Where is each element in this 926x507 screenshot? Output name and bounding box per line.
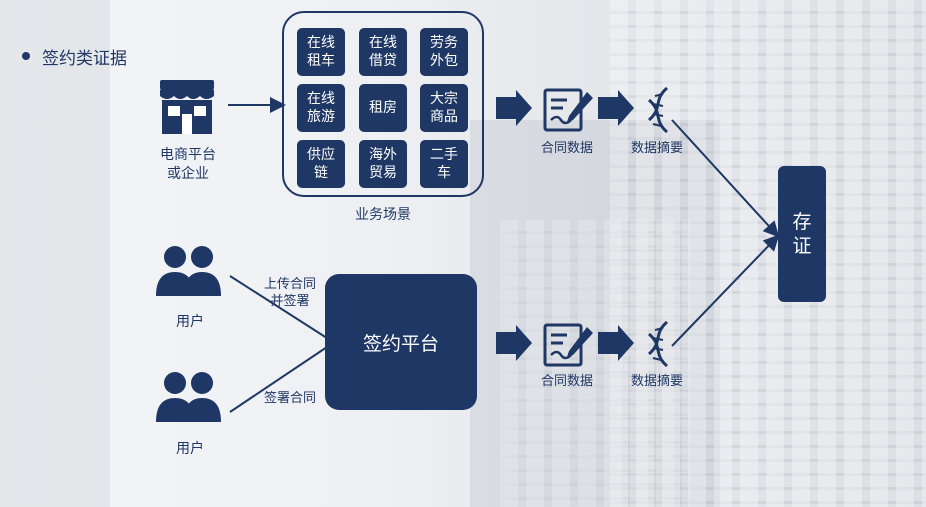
shop-building-icon — [160, 80, 214, 134]
title-bullet — [22, 52, 30, 60]
dna-digest-icon — [647, 86, 669, 134]
flow-arrow — [598, 90, 634, 126]
line-lower-digest-to-store — [671, 234, 780, 347]
business-scenarios-caption: 业务场景 — [355, 207, 411, 223]
background-building — [0, 0, 110, 507]
user-label: 用户 — [176, 441, 204, 457]
contract-document-icon — [543, 323, 593, 367]
upper-contract-data-label: 合同数据 — [540, 141, 593, 156]
lower-contract-data-label: 合同数据 — [540, 374, 593, 389]
users-icon — [156, 246, 221, 296]
background-building — [500, 220, 690, 507]
line-upper-digest-to-store — [671, 119, 780, 238]
edge-label-upload-sign: 上传合同 并签署 — [263, 277, 316, 309]
dna-digest-icon — [647, 320, 669, 368]
scenario-tile: 在线 借贷 — [359, 28, 407, 76]
scenario-tile: 二手 车 — [420, 140, 468, 188]
scenario-tile: 劳务 外包 — [420, 28, 468, 76]
scenario-tile: 海外 贸易 — [359, 140, 407, 188]
user-label: 用户 — [176, 314, 204, 330]
flow-arrow — [598, 325, 634, 361]
scenario-tile: 在线 租车 — [297, 28, 345, 76]
scenario-tile: 供应 链 — [297, 140, 345, 188]
scenario-tile: 大宗 商品 — [420, 84, 468, 132]
lower-data-digest-label: 数据摘要 — [630, 374, 683, 389]
signing-platform-box: 签约平台 — [325, 274, 477, 410]
business-scenarios-frame — [282, 11, 484, 197]
contract-document-icon — [543, 88, 593, 132]
background-building — [470, 120, 720, 507]
ecommerce-label: 电商平台 或企业 — [160, 147, 216, 182]
scenario-tile: 租房 — [359, 84, 407, 132]
upper-data-digest-label: 数据摘要 — [630, 141, 683, 156]
edge-label-sign-contract: 签署合同 — [263, 391, 316, 406]
evidence-storage-box: 存 证 — [778, 166, 826, 302]
line-user2-to-platform — [229, 344, 331, 413]
background-building — [610, 0, 926, 507]
flow-arrow — [496, 325, 532, 361]
scenario-tile: 在线 旅游 — [297, 84, 345, 132]
line-user1-to-platform — [229, 275, 331, 341]
users-icon — [156, 372, 221, 422]
section-title: 签约类证据 — [42, 49, 127, 69]
flow-arrow — [496, 90, 532, 126]
